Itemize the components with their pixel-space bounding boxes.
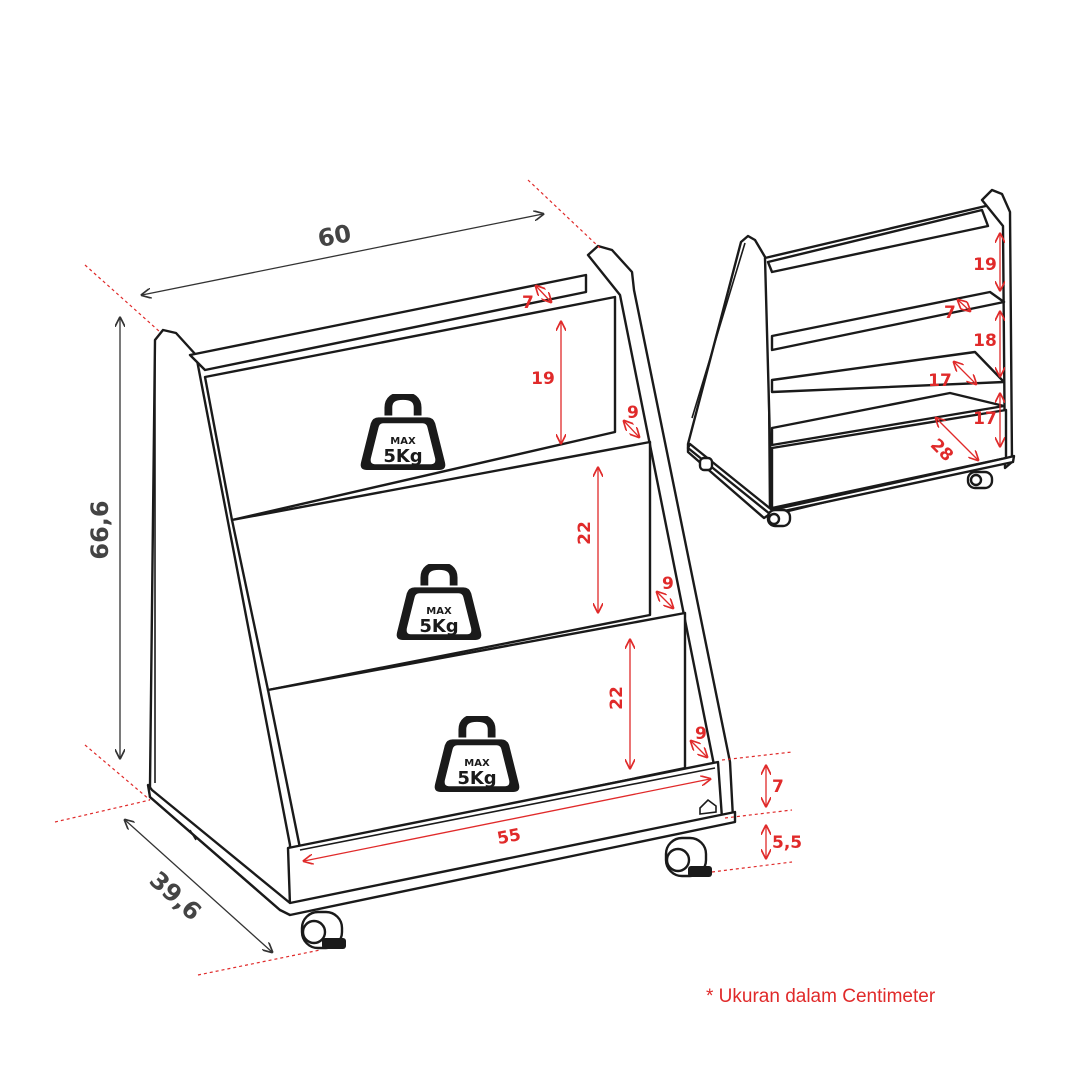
- svg-text:7: 7: [944, 303, 956, 323]
- svg-text:5,5: 5,5: [772, 833, 802, 853]
- back-dim-d2: 17: [928, 362, 976, 391]
- dim-height: 66,6: [86, 318, 120, 758]
- svg-text:22: 22: [575, 521, 595, 545]
- svg-text:55: 55: [496, 825, 523, 849]
- svg-text:7: 7: [522, 293, 534, 313]
- dim-front-base: 7: [721, 751, 793, 819]
- back-dim-gap: 7: [944, 300, 970, 323]
- svg-text:9: 9: [695, 724, 707, 744]
- svg-text:5Kg: 5Kg: [383, 446, 422, 467]
- dim-gap3: 9: [691, 724, 707, 757]
- svg-text:5Kg: 5Kg: [419, 616, 458, 637]
- dim-shelf2: 22: [575, 468, 598, 612]
- caster-front-left: [300, 910, 346, 950]
- svg-text:5Kg: 5Kg: [457, 768, 496, 789]
- right-side-panel: [586, 244, 735, 824]
- dim-shelf1: 19: [531, 322, 561, 443]
- svg-text:18: 18: [973, 331, 997, 351]
- svg-text:9: 9: [662, 574, 674, 594]
- dim-inner-width: 55: [304, 779, 710, 861]
- dim-wheel: 5,5: [711, 826, 802, 873]
- dim-width: 60: [142, 214, 543, 295]
- svg-text:66,6: 66,6: [86, 500, 114, 559]
- svg-text:60: 60: [315, 219, 353, 253]
- svg-text:7: 7: [772, 777, 784, 797]
- dim-gap1: 9: [624, 403, 639, 437]
- svg-text:19: 19: [531, 369, 555, 389]
- shelf-1-front: [203, 295, 617, 522]
- svg-text:22: 22: [607, 686, 627, 710]
- svg-text:19: 19: [973, 255, 997, 275]
- caster-front-right: [664, 836, 712, 878]
- dim-gap2: 9: [657, 574, 674, 608]
- svg-text:17: 17: [928, 371, 952, 391]
- back-dim-h1: 19: [973, 234, 1000, 290]
- dim-top-gap: 7: [522, 286, 551, 313]
- svg-text:MAX: MAX: [426, 606, 452, 617]
- back-dim-h2: 18: [973, 312, 1000, 376]
- svg-text:17: 17: [973, 409, 997, 429]
- units-note: * Ukuran dalam Centimeter: [706, 986, 936, 1007]
- back-view-shelf: [686, 188, 1016, 528]
- svg-text:9: 9: [627, 403, 639, 423]
- svg-text:MAX: MAX: [464, 758, 490, 769]
- dim-shelf3: 22: [607, 640, 630, 768]
- load-badge-2: MAX 5Kg: [397, 566, 482, 640]
- svg-text:MAX: MAX: [390, 436, 416, 447]
- svg-text:39,6: 39,6: [144, 866, 207, 926]
- load-badge-1: MAX 5Kg: [361, 396, 446, 470]
